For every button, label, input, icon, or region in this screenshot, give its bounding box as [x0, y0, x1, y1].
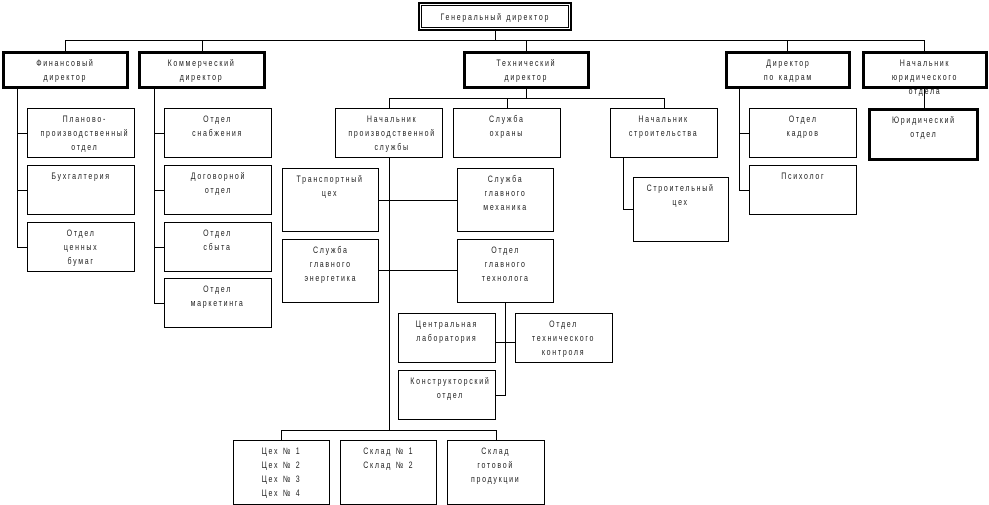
connector: [17, 133, 27, 134]
connector: [389, 98, 390, 108]
connector: [154, 190, 164, 191]
connector: [65, 40, 66, 51]
connector: [379, 270, 457, 271]
connector: [281, 430, 282, 440]
securities-department-box: Отдел ценных бумаг: [27, 222, 135, 272]
financial-director-box: Финансовый директор: [2, 51, 129, 89]
technical-director-box: Технический директор: [463, 51, 590, 89]
design-department-box: Конструкторский отдел: [398, 370, 496, 420]
connector: [389, 158, 390, 430]
connector: [507, 98, 508, 108]
connector: [17, 190, 27, 191]
chief-mechanic-box: Служба главного механика: [457, 168, 554, 232]
security-service-box: Служба охраны: [453, 108, 561, 158]
connector: [154, 247, 164, 248]
connector: [739, 190, 749, 191]
warehouses-box: Склад № 1 Склад № 2: [340, 440, 437, 505]
quality-control-box: Отдел технического контроля: [515, 313, 613, 363]
connector: [496, 430, 497, 440]
connector: [664, 98, 665, 108]
connector: [526, 89, 527, 98]
general-director-box: Генеральный директор: [418, 2, 572, 31]
supply-department-box: Отдел снабжения: [164, 108, 272, 158]
psychologist-box: Психолог: [749, 165, 857, 215]
construction-shop-box: Строительный цех: [633, 177, 729, 242]
connector: [496, 395, 506, 396]
connector: [496, 342, 515, 343]
commercial-director-box: Коммерческий директор: [138, 51, 266, 89]
connector: [623, 158, 624, 210]
connector: [17, 89, 18, 248]
hr-director-box: Директор по кадрам: [725, 51, 851, 89]
connector: [202, 40, 203, 51]
connector: [17, 247, 27, 248]
connector: [379, 200, 457, 201]
accounting-box: Бухгалтерия: [27, 165, 135, 215]
connector: [739, 89, 740, 191]
chief-technologist-box: Отдел главного технолога: [457, 239, 554, 303]
production-head-box: Начальник производственной службы: [335, 108, 443, 158]
construction-head-box: Начальник строительства: [610, 108, 718, 158]
legal-head-box: Начальник юридического отдела: [862, 51, 988, 96]
connector: [281, 430, 496, 431]
connector: [154, 89, 155, 304]
connector: [154, 133, 164, 134]
connector: [787, 40, 788, 51]
sales-department-box: Отдел сбыта: [164, 222, 272, 272]
planning-department-box: Планово- производственный отдел: [27, 108, 135, 158]
central-lab-box: Центральная лаборатория: [398, 313, 496, 363]
connector: [924, 89, 925, 108]
connector: [65, 40, 925, 41]
connector: [739, 133, 749, 134]
finished-goods-warehouse-box: Склад готовой продукции: [447, 440, 545, 505]
chief-energy-box: Служба главного энергетика: [282, 239, 379, 303]
connector: [924, 40, 925, 51]
connector: [505, 303, 506, 395]
connector: [389, 98, 664, 99]
connector: [623, 209, 633, 210]
connector: [154, 303, 164, 304]
connector: [495, 30, 496, 40]
hr-department-box: Отдел кадров: [749, 108, 857, 158]
legal-department-box: Юридический отдел: [868, 108, 979, 161]
transport-shop-box: Транспортный цех: [282, 168, 379, 232]
contracts-department-box: Договорной отдел: [164, 165, 272, 215]
marketing-department-box: Отдел маркетинга: [164, 278, 272, 328]
connector: [526, 40, 527, 51]
workshops-box: Цех № 1 Цех № 2 Цех № 3 Цех № 4: [233, 440, 330, 505]
